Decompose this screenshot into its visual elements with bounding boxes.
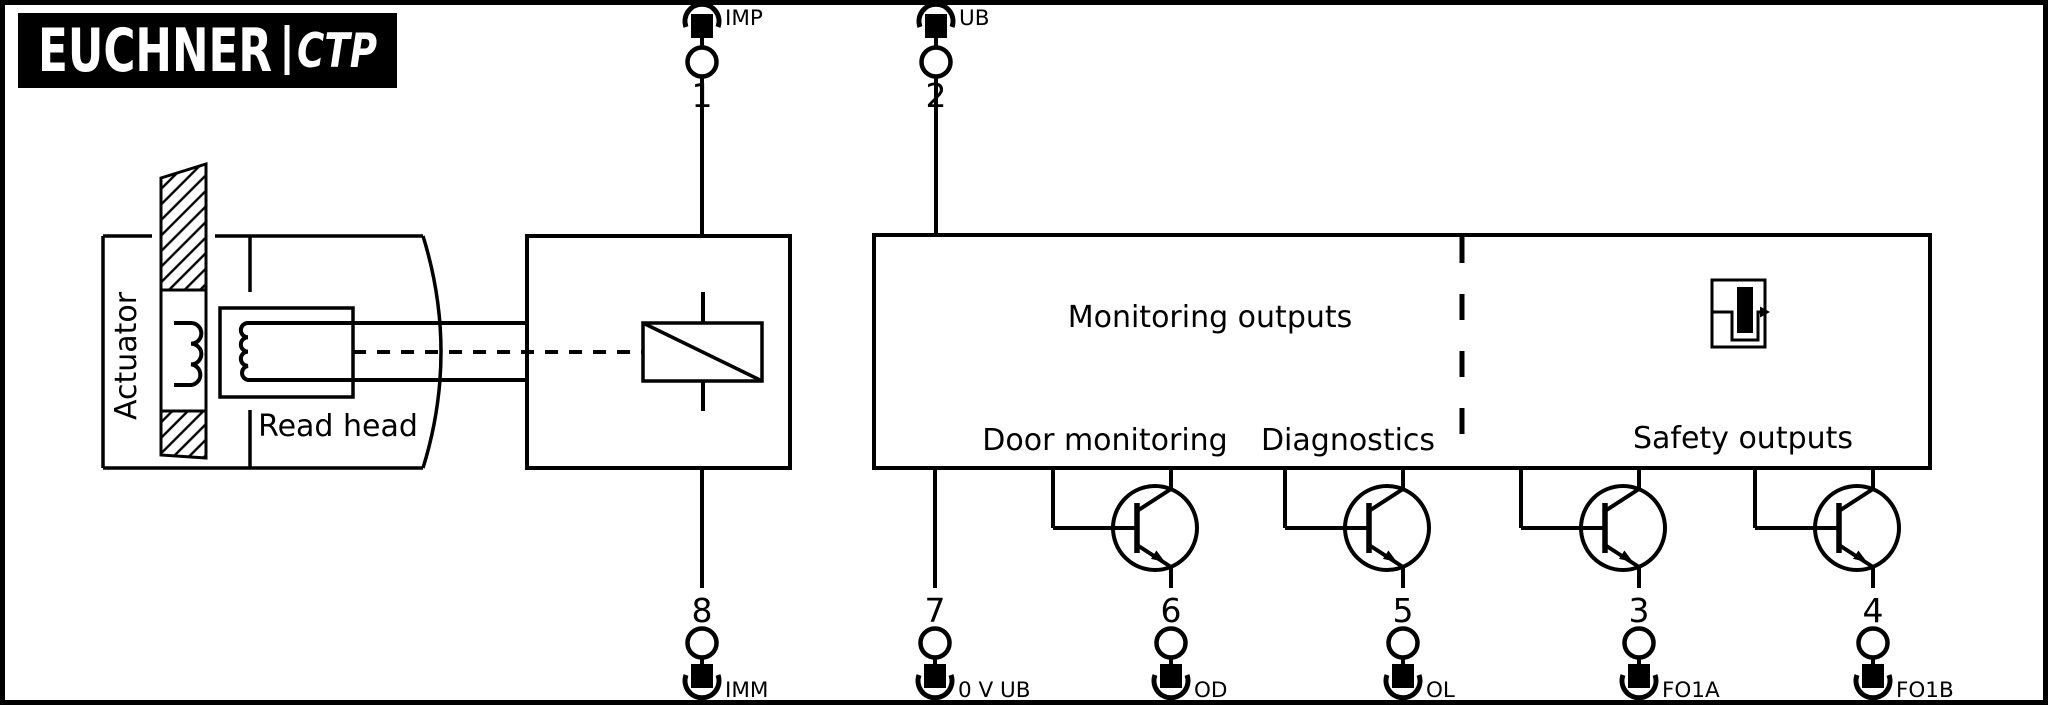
terminal-circle (919, 45, 953, 79)
terminal-label: 0 V UB (958, 678, 1031, 703)
transistor-icon-fo1a (1519, 468, 1667, 588)
terminal-circle (1386, 626, 1420, 660)
plug-pin-icon (691, 664, 713, 688)
terminal-circle (1856, 626, 1890, 660)
plug-pin-icon (1392, 664, 1414, 688)
plug-socket-icon (682, 1, 722, 28)
plug-socket-icon (1619, 674, 1659, 701)
guard-lock-icon (1710, 278, 1770, 349)
diagnostics-label: Diagnostics (1261, 423, 1435, 458)
logo-product-text: CTP (297, 24, 377, 79)
terminal-label: FO1B (1896, 678, 1954, 703)
actuator-bar (159, 161, 208, 460)
actuator-label: Actuator (109, 291, 144, 420)
plug-pin-icon (1160, 664, 1182, 688)
terminal-circle (918, 626, 952, 660)
terminal-label: IMP (725, 6, 763, 31)
plug-pin-icon (1862, 664, 1884, 688)
plug-socket-icon (915, 674, 955, 701)
terminal-3: 3 FO1A (1619, 591, 1720, 703)
terminal-8: 8 IMM (682, 591, 768, 703)
plug-socket-icon (916, 1, 956, 28)
terminal-number: 3 (1629, 591, 1650, 630)
terminal-circle (685, 45, 719, 79)
door-monitoring-label: Door monitoring (982, 423, 1227, 458)
terminal-number: 7 (925, 591, 946, 630)
logo-brand-text: EUCHNER (38, 16, 272, 86)
logo-background (18, 13, 397, 88)
transistor-icon-ol (1283, 468, 1431, 588)
terminal-6: 6 OD (1151, 591, 1227, 703)
terminal-5: 5 OL (1383, 591, 1455, 703)
actuator-coil-icon (174, 321, 204, 387)
safety-outputs-label: Safety outputs (1633, 421, 1853, 456)
terminal-circle (1622, 626, 1656, 660)
wires (700, 76, 938, 588)
transistor-icon-od (1051, 468, 1199, 588)
read-head-label: Read head (258, 409, 418, 444)
terminal-2: 2 UB (916, 1, 990, 115)
terminal-number: 6 (1161, 591, 1182, 630)
actuator-bar-top (159, 161, 208, 292)
relay-icon (641, 321, 764, 383)
switch-element-box (525, 234, 792, 470)
terminal-number: 4 (1863, 591, 1884, 630)
terminal-number: 2 (926, 76, 947, 115)
plug-socket-icon (1383, 674, 1423, 701)
terminal-number: 1 (692, 76, 713, 115)
plug-pin-icon (691, 14, 713, 38)
plug-socket-icon (682, 674, 722, 701)
terminal-label: FO1A (1662, 678, 1720, 703)
plug-socket-icon (1151, 674, 1191, 701)
terminal-label: IMM (725, 678, 768, 703)
terminal-label: UB (959, 6, 990, 31)
transistor-icon-fo1b (1753, 468, 1901, 588)
terminal-7: 7 0 V UB (915, 591, 1031, 703)
actuator-window (159, 288, 208, 413)
actuator-bar-bottom (159, 409, 208, 460)
read-head-coil-icon (238, 321, 527, 382)
terminal-label: OD (1194, 678, 1227, 703)
plug-pin-icon (1628, 664, 1650, 688)
read-head (218, 306, 643, 399)
terminal-4: 4 FO1B (1853, 591, 1954, 703)
euchner-logo: EUCHNER CTP (18, 13, 397, 88)
output-box: Monitoring outputs Door monitoring Diagn… (872, 233, 1932, 470)
terminal-number: 8 (692, 591, 713, 630)
terminal-number: 5 (1393, 591, 1414, 630)
terminal-label: OL (1426, 678, 1455, 703)
plug-pin-icon (924, 664, 946, 688)
cable-break-curve (421, 235, 443, 469)
switch-element-outline (525, 234, 792, 470)
plug-socket-icon (1853, 674, 1893, 701)
housing-outline (101, 234, 443, 470)
plug-pin-icon (925, 14, 947, 38)
terminal-1: 1 IMP (682, 1, 763, 115)
terminal-circle (685, 626, 719, 660)
terminal-circle (1154, 626, 1188, 660)
monitoring-outputs-title: Monitoring outputs (1068, 300, 1353, 335)
